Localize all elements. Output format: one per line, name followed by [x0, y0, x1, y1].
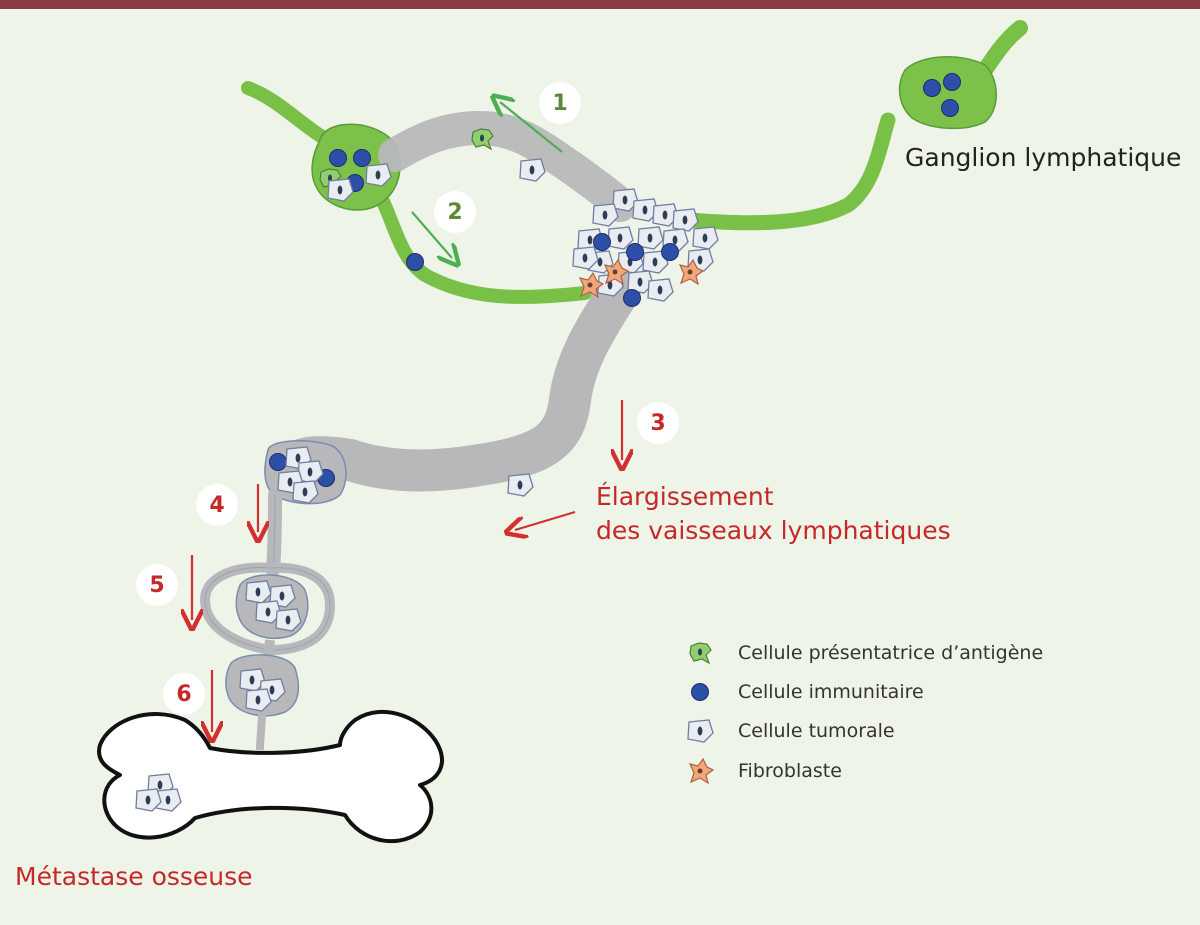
legend-label: Fibroblaste: [738, 760, 842, 782]
legend-label: Cellule immunitaire: [738, 681, 924, 703]
arrow-enlargement: [515, 510, 576, 530]
legend-item-fibroblast: Fibroblaste: [680, 756, 842, 786]
lymph-node-right: [898, 56, 997, 130]
label-enlargement-line1: Élargissement: [596, 482, 774, 511]
step-badge-6: 6: [163, 673, 205, 715]
step-badge-2: 2: [434, 191, 476, 233]
arrow-step-1: [500, 102, 563, 153]
label-enlargement-line2: des vaisseaux lymphatiques: [596, 516, 951, 545]
label-metastase: Métastase osseuse: [15, 862, 253, 891]
legend-item-immune: Cellule immunitaire: [680, 677, 924, 707]
tumor-cluster: [572, 188, 719, 307]
legend-label: Cellule tumorale: [738, 720, 895, 742]
top-border: [0, 0, 1200, 9]
legend-item-antigen: Cellule présentatrice d’antigène: [680, 638, 1043, 668]
step-badge-3: 3: [637, 402, 679, 444]
bone: [97, 709, 444, 843]
step-badge-5: 5: [136, 564, 178, 606]
gray-vessel-upper: [378, 110, 637, 222]
arrows: [192, 102, 622, 732]
lymph-vessel-right: [682, 20, 1028, 231]
label-ganglion: Ganglion lymphatique: [905, 143, 1182, 172]
step-badge-4: 4: [196, 484, 238, 526]
legend-item-tumor: Cellule tumorale: [680, 716, 895, 746]
gray-vessel-main: [264, 269, 641, 492]
arrow-step-2: [411, 211, 452, 258]
step-badge-1: 1: [539, 82, 581, 124]
legend-label: Cellule présentatrice d’antigène: [738, 642, 1044, 664]
